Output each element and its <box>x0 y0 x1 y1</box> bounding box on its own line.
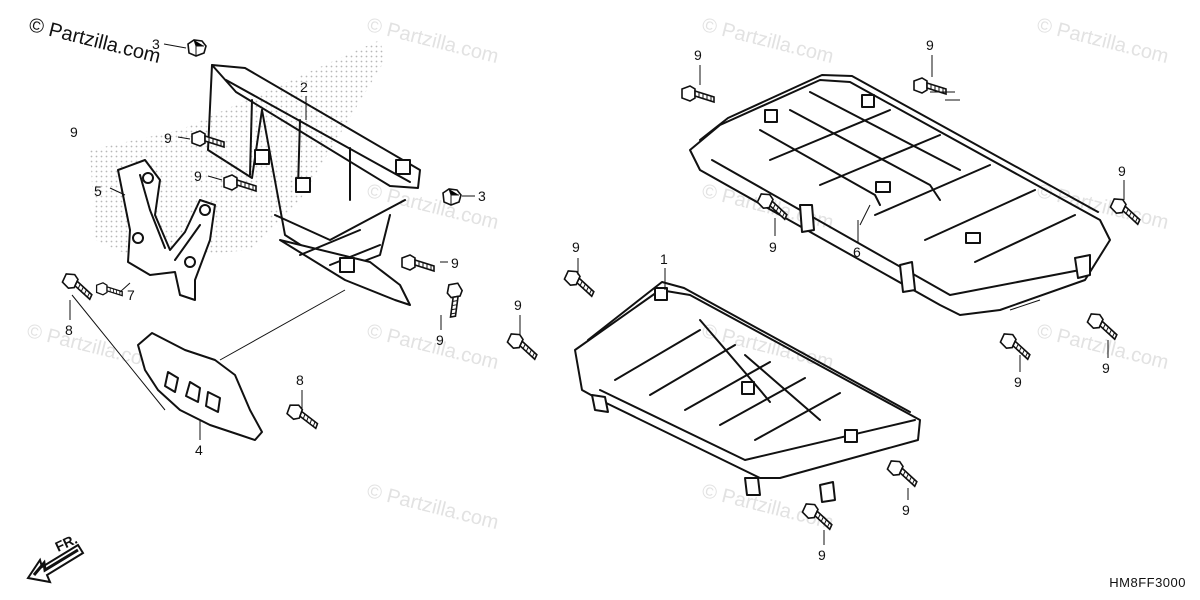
callout-9: 9 <box>694 47 702 63</box>
lower-carrier <box>574 281 921 503</box>
bolt-icon <box>997 330 1036 361</box>
front-arrow: FR. <box>26 531 85 584</box>
callout-9: 9 <box>769 239 777 255</box>
leader-lines <box>69 43 1125 545</box>
callout-9: 9 <box>1014 374 1022 390</box>
nut-icon <box>187 39 207 57</box>
bolt-icon <box>444 281 468 318</box>
callout-8: 8 <box>296 372 304 388</box>
callout-9: 9 <box>514 297 522 313</box>
bolt-icon <box>884 457 923 488</box>
callout-9: 9 <box>451 255 459 271</box>
bolt-icon <box>504 330 543 361</box>
bolt-icon <box>561 267 600 298</box>
bolt-icon <box>284 401 323 430</box>
skid-plate <box>71 289 346 441</box>
callout-9: 9 <box>194 168 202 184</box>
callout-9: 9 <box>926 37 934 53</box>
callout-1: 1 <box>660 251 668 267</box>
diagram-code: HM8FF3000 <box>1109 575 1186 590</box>
callout-4: 4 <box>195 442 203 458</box>
callout-9: 9 <box>1118 163 1126 179</box>
bolt-icon <box>95 282 123 297</box>
callout-6: 6 <box>853 244 861 260</box>
callout-9: 9 <box>818 547 826 563</box>
front-carrier-frame <box>207 64 421 306</box>
callout-9: 9 <box>164 130 172 146</box>
callout-5: 5 <box>94 183 102 199</box>
bolt-icon <box>59 270 98 301</box>
bracket-part <box>117 159 216 301</box>
nut-icon <box>442 188 462 206</box>
bolt-icon <box>799 500 838 531</box>
upper-carrier <box>689 74 1111 316</box>
callout-9: 9 <box>436 332 444 348</box>
bolt-icon <box>681 85 715 103</box>
callout-8: 8 <box>65 322 73 338</box>
callout-3: 3 <box>478 188 486 204</box>
callout-3: 3 <box>152 36 160 52</box>
callout-9: 9 <box>70 124 78 140</box>
stipple-shading <box>90 40 385 260</box>
callouts: 3 3 2 1 6 5 7 4 8 8 9 9 9 9 9 9 9 9 9 9 … <box>65 36 1126 563</box>
callout-9: 9 <box>902 502 910 518</box>
bolt-icon <box>1084 310 1123 341</box>
bolt-icon <box>401 254 435 272</box>
bolt-icon <box>1107 195 1146 226</box>
callout-9: 9 <box>572 239 580 255</box>
callout-9: 9 <box>1102 360 1110 376</box>
callout-7: 7 <box>127 287 135 303</box>
callout-2: 2 <box>300 79 308 95</box>
